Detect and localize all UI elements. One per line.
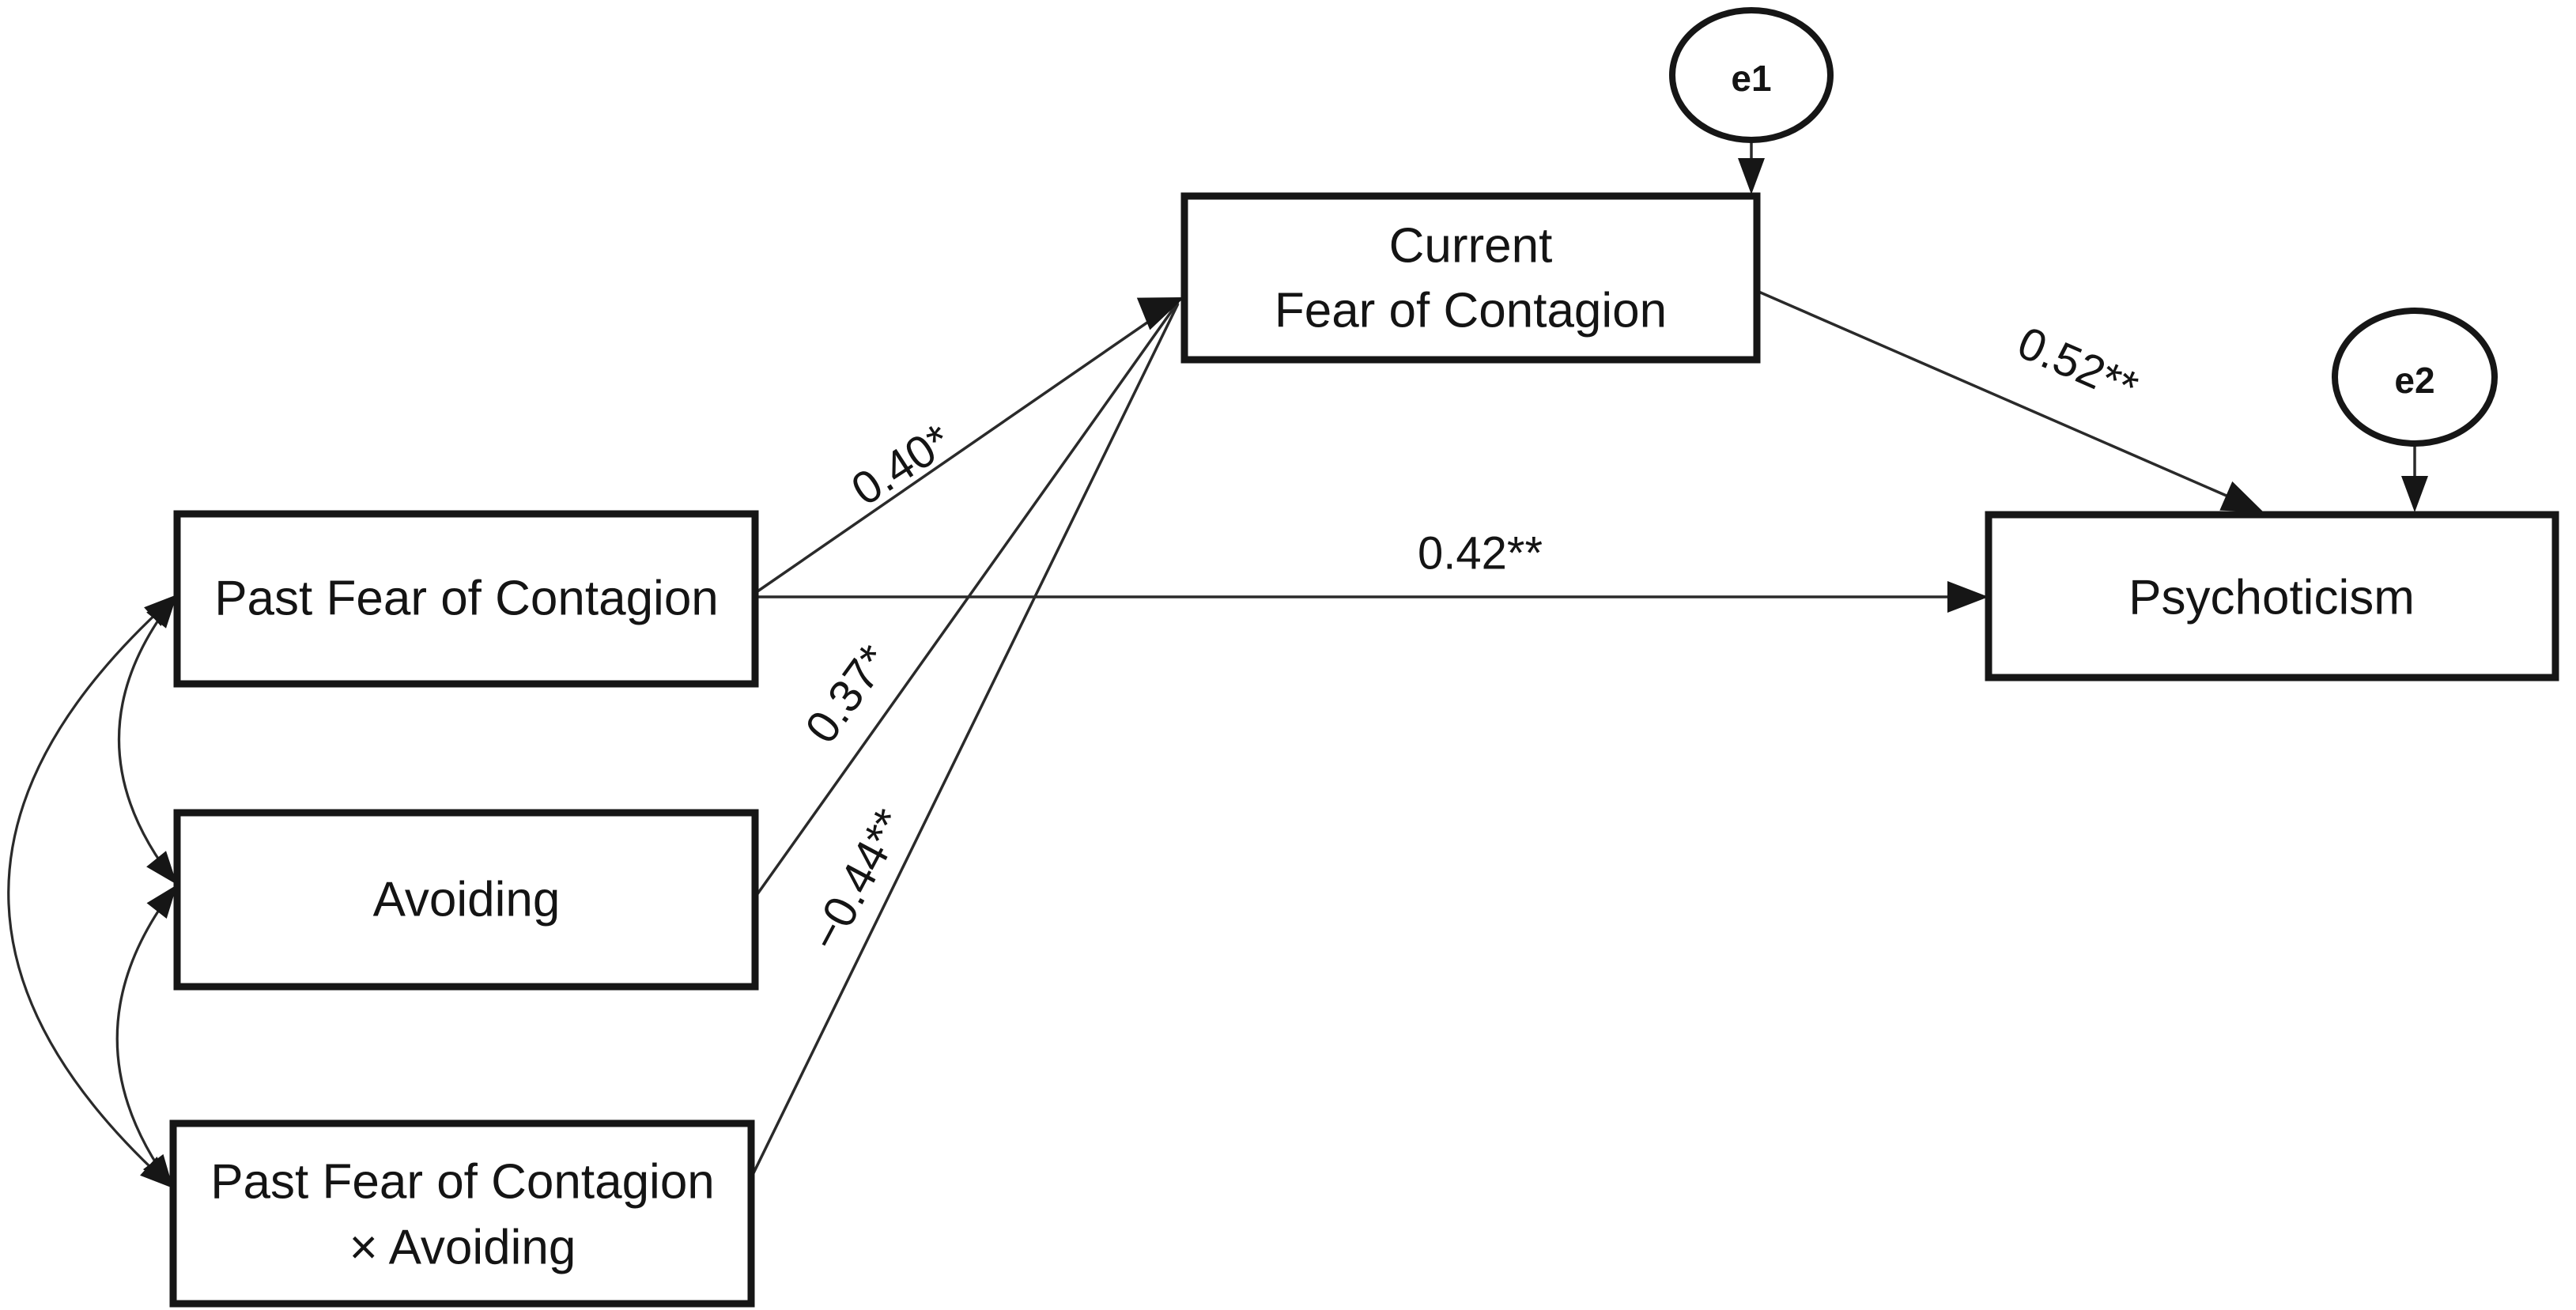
node-past-fear-of-contagion: Past Fear of Contagion <box>173 510 759 688</box>
coefficient-labels: 0.40* 0.37* −0.44** 0.42** 0.52** <box>795 317 2146 959</box>
arrowhead-into-psychoticism-top-icon <box>2219 481 2264 512</box>
error-label: e1 <box>1731 58 1771 99</box>
covariance-arrowhead-icon <box>146 885 177 919</box>
node-error-e2: e2 <box>2332 308 2498 447</box>
arrowhead-into-psychoticism-left-icon <box>1947 581 1989 613</box>
node-current-fear-of-contagion: Current Fear of Contagion <box>1180 192 1761 364</box>
node-box <box>173 809 759 991</box>
covariance-arrowhead-icon <box>140 1157 173 1188</box>
error-ellipse <box>2332 308 2498 447</box>
covariance-arc-avoiding-interaction <box>115 884 179 1189</box>
error-ellipse <box>1669 7 1834 143</box>
node-box <box>1985 511 2559 681</box>
coef-label-interaction-currentfear: −0.44** <box>799 801 916 959</box>
arrowhead-into-currentfear-icon <box>1136 297 1184 330</box>
node-error-e1: e1 <box>1669 7 1834 143</box>
arrowhead-e2-icon <box>2401 476 2428 512</box>
coef-label-pastfear-psychoticism: 0.42** <box>1418 528 1543 579</box>
coef-label-currentfear-psychoticism: 0.52** <box>2011 317 2146 414</box>
node-label-line2: Fear of Contagion <box>1275 284 1667 338</box>
coef-label-pastfear-currentfear: 0.40* <box>842 414 960 515</box>
node-label-line1: Current <box>1389 219 1553 274</box>
node-box <box>173 510 759 688</box>
error-label: e2 <box>2394 360 2434 401</box>
node-label: Past Fear of Contagion <box>214 572 719 626</box>
error-paths <box>1738 140 2428 512</box>
node-psychoticism: Psychoticism <box>1985 511 2559 681</box>
node-avoiding: Avoiding <box>173 809 759 991</box>
arrow-currentfear-to-psychoticism <box>1756 289 2240 503</box>
node-label-line1: Past Fear of Contagion <box>210 1155 715 1210</box>
covariance-arrowhead-icon <box>146 851 177 885</box>
arrow-interaction-to-currentfear <box>750 303 1180 1179</box>
coef-label-avoiding-currentfear: 0.37* <box>795 636 900 753</box>
covariance-arrowhead-icon <box>144 595 177 626</box>
arrow-avoiding-to-currentfear <box>754 300 1180 899</box>
arrowhead-e1-icon <box>1738 158 1765 194</box>
node-label-line2: × Avoiding <box>349 1221 576 1275</box>
regression-paths <box>746 289 2264 1179</box>
node-past-fear-x-avoiding: Past Fear of Contagion × Avoiding <box>169 1119 755 1308</box>
node-label: Avoiding <box>373 873 561 927</box>
covariance-arc-pastfear-interaction <box>7 593 179 1190</box>
node-label: Psychoticism <box>2128 571 2415 625</box>
covariance-arcs <box>7 593 179 1190</box>
node-box <box>169 1119 755 1308</box>
covariance-arc-pastfear-avoiding <box>118 593 179 885</box>
arrow-pastfear-to-currentfear <box>746 300 1179 600</box>
node-box <box>1180 192 1761 364</box>
